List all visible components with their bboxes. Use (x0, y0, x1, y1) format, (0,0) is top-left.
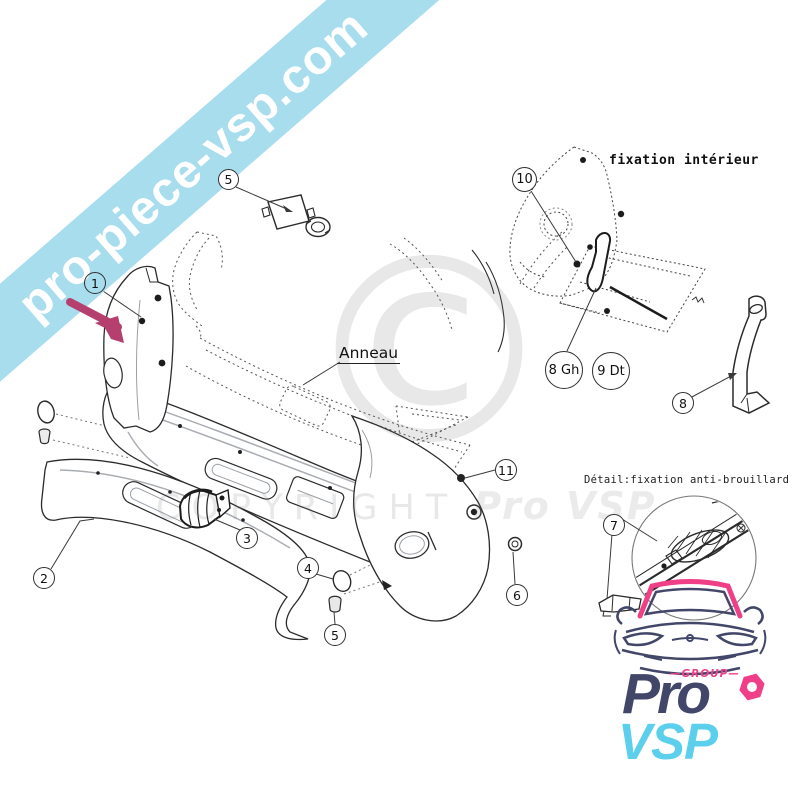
hex-nut-icon (739, 673, 765, 701)
provsp-logo: —GROUP— Pro VSP (598, 572, 793, 792)
car-outline-icon (613, 579, 767, 676)
callout-6: 6 (506, 584, 528, 606)
callout-11: 11 (495, 459, 517, 481)
callout-8: 8 (672, 392, 694, 414)
fog-light-part3 (178, 488, 231, 529)
side-bracket-part1 (103, 265, 174, 433)
leader-lines (50, 186, 737, 625)
callout-5-top: 5 (218, 169, 239, 190)
callout-8gh: 8 Gh (545, 351, 583, 389)
callout-3: 3 (236, 527, 258, 549)
body-corner-lines (471, 249, 505, 353)
bumper-corner-piece (350, 414, 491, 622)
label-anneau: Anneau (337, 344, 401, 364)
callout-10: 10 (512, 167, 537, 192)
callout-9dt: 9 Dt (592, 352, 630, 390)
label-detail-anti-brouillard: Détail:fixation anti-brouillard (584, 474, 790, 486)
body-panel-dashed (52, 231, 569, 595)
logo-pro-text: Pro (622, 662, 711, 726)
logo-vsp-text: VSP (618, 713, 718, 770)
callout-5-bottom: 5 (324, 624, 346, 646)
callout-4: 4 (297, 557, 319, 579)
callout-1: 1 (84, 272, 106, 294)
hook-bracket-part8 (732, 295, 771, 414)
callout-2: 2 (33, 567, 55, 589)
fog-fixation-detail (631, 495, 757, 621)
logo-group-label: —GROUP— (670, 668, 740, 680)
label-fixation-interieur: fixation intérieur (609, 153, 759, 168)
callout-7: 7 (603, 514, 625, 536)
interior-fixation-solid (573, 157, 705, 321)
